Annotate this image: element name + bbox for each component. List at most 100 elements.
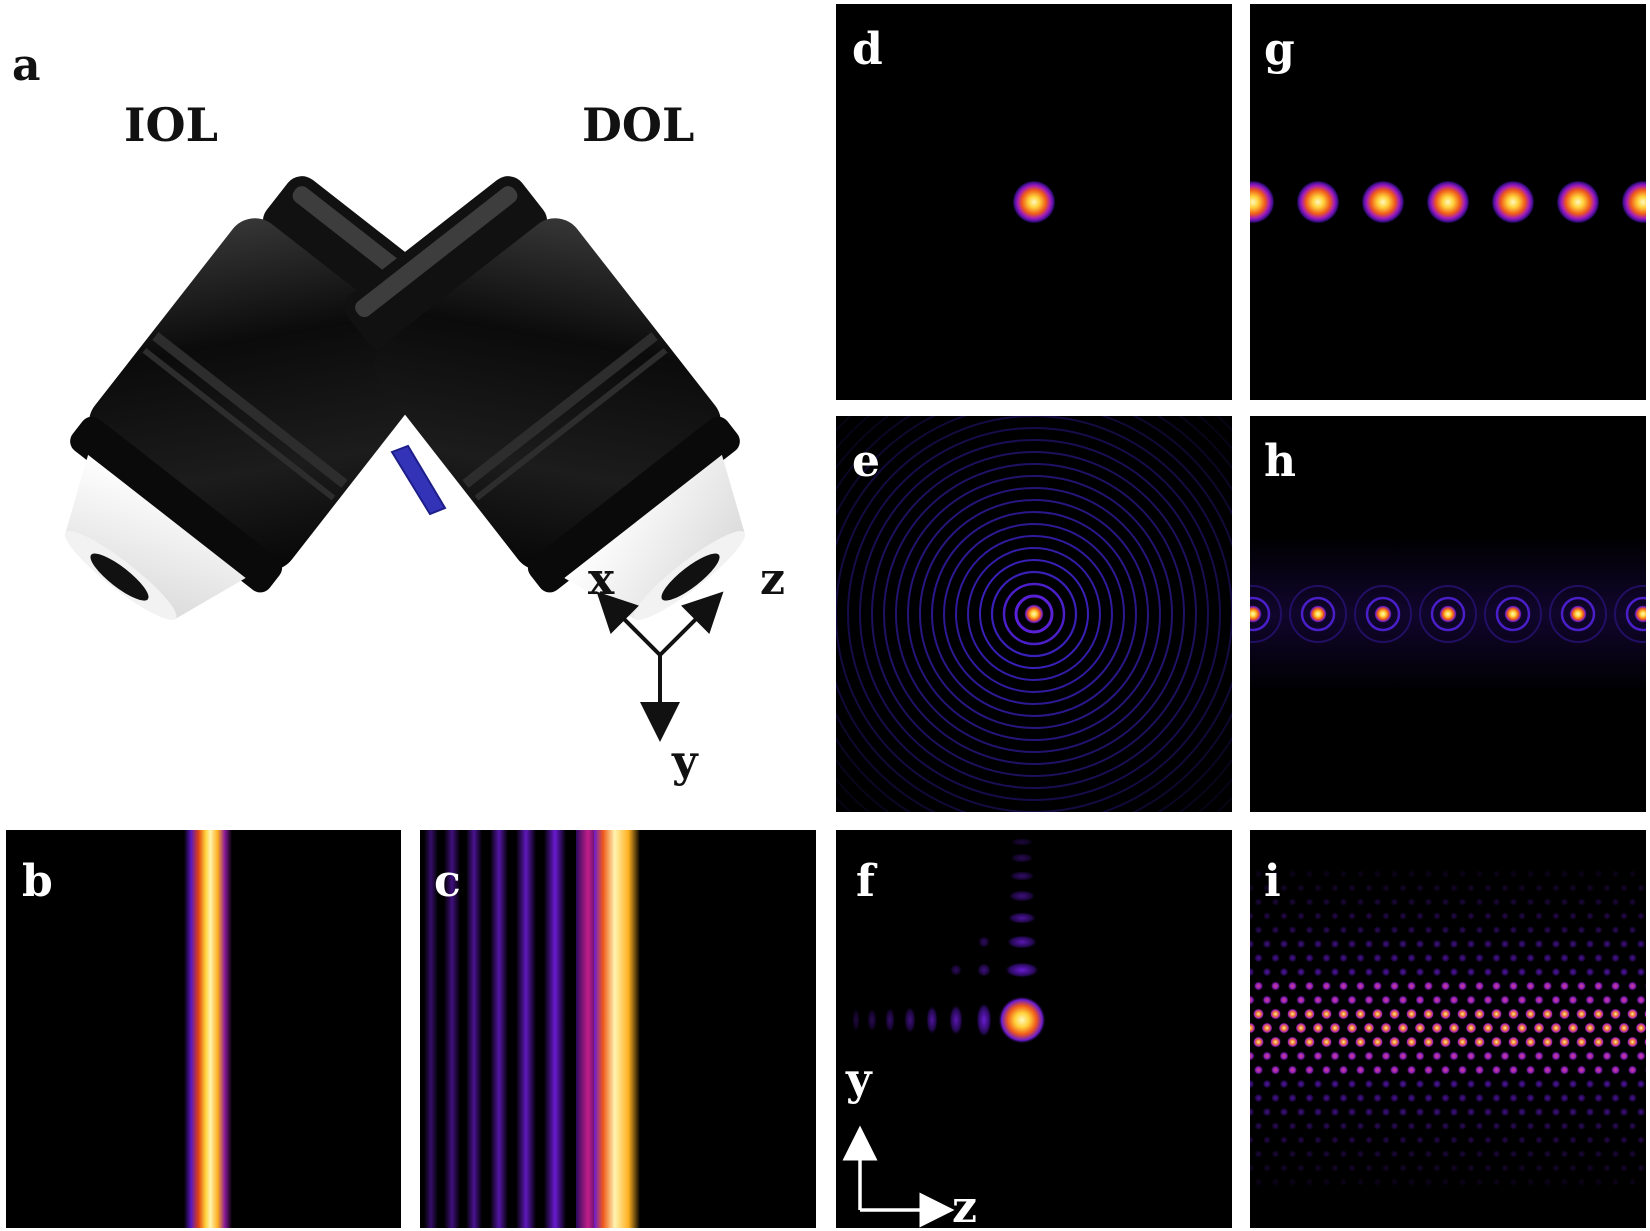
lattice-dot bbox=[1365, 1164, 1373, 1172]
lattice-dot bbox=[1322, 1150, 1331, 1158]
panel-f: f y z bbox=[836, 830, 1232, 1228]
lattice-dot bbox=[1475, 1122, 1484, 1130]
lattice-dot bbox=[1627, 1065, 1638, 1075]
focal-spot bbox=[1012, 180, 1056, 224]
lattice-dot bbox=[1551, 995, 1561, 1005]
lattice-dot bbox=[1250, 912, 1254, 920]
panel-f-label: f bbox=[856, 856, 875, 907]
lattice-dot bbox=[1250, 1136, 1254, 1144]
lattice-dot bbox=[1577, 1122, 1586, 1130]
lattice-dot bbox=[1518, 912, 1526, 920]
lattice-dot bbox=[1620, 884, 1628, 892]
lattice-dot bbox=[1254, 926, 1263, 934]
lattice-dot bbox=[1279, 1107, 1289, 1117]
lattice-dot bbox=[1313, 1051, 1323, 1061]
lattice-dot bbox=[1296, 939, 1306, 949]
lattice-dot bbox=[1254, 953, 1263, 963]
lattice-dot bbox=[1373, 1093, 1382, 1103]
lattice-dot bbox=[1373, 898, 1382, 906]
lattice-dot bbox=[1508, 1008, 1519, 1020]
lattice-dot bbox=[1543, 953, 1552, 963]
lattice-dot bbox=[1610, 1065, 1621, 1075]
lattice-dot bbox=[1441, 898, 1450, 906]
lattice-dot bbox=[1339, 1122, 1348, 1130]
lattice-dot bbox=[1287, 1008, 1298, 1020]
lattice-dot bbox=[1619, 939, 1629, 949]
lattice-dot bbox=[1475, 926, 1484, 934]
lattice-dot bbox=[1509, 1093, 1518, 1103]
lattice-dot bbox=[1627, 981, 1638, 991]
lattice-dot bbox=[1627, 1036, 1638, 1048]
lattice-dot bbox=[1551, 1051, 1561, 1061]
lattice-dot bbox=[1491, 981, 1502, 991]
lattice-dot bbox=[1585, 967, 1595, 977]
lattice-dot bbox=[1364, 995, 1374, 1005]
panel-f-axis-y: y bbox=[846, 1054, 872, 1105]
lattice-dot bbox=[1559, 1065, 1570, 1075]
lattice-dot bbox=[1330, 967, 1340, 977]
lattice-dot bbox=[1304, 1065, 1315, 1075]
lattice-dot bbox=[1330, 1079, 1340, 1089]
lattice-dot bbox=[1449, 995, 1459, 1005]
lattice-dot bbox=[1594, 1178, 1603, 1186]
lattice-dot bbox=[1373, 926, 1382, 934]
lattice-dot bbox=[1288, 898, 1297, 906]
lattice-dot bbox=[1389, 1008, 1400, 1020]
lattice-dot bbox=[1355, 981, 1366, 991]
lattice-dot bbox=[1280, 1164, 1288, 1172]
lattice-dot bbox=[1526, 1178, 1535, 1186]
lattice-dot bbox=[1535, 1164, 1543, 1172]
lattice-dot bbox=[1263, 912, 1271, 920]
lattice-dot bbox=[1585, 995, 1595, 1005]
lattice-dot bbox=[1329, 1022, 1341, 1034]
lattice-dot bbox=[1253, 1065, 1264, 1075]
lattice-dot bbox=[1261, 1022, 1273, 1034]
lattice-dot bbox=[1372, 981, 1383, 991]
lattice-dot bbox=[1483, 939, 1493, 949]
lattice-dot bbox=[1526, 1093, 1535, 1103]
lattice-dot bbox=[1636, 995, 1646, 1005]
lattice-dot bbox=[1568, 967, 1578, 977]
lattice-dot bbox=[1449, 1079, 1459, 1089]
lattice-dot bbox=[1355, 1008, 1366, 1020]
lattice-dot bbox=[1339, 898, 1348, 906]
lattice-dot bbox=[1628, 953, 1637, 963]
lattice-dot bbox=[1637, 1164, 1645, 1172]
lattice-dot bbox=[1594, 898, 1603, 906]
lattice-dot bbox=[1474, 1065, 1485, 1075]
lattice-dot bbox=[1288, 1150, 1297, 1158]
lattice-dot bbox=[1535, 912, 1543, 920]
lattice-dot bbox=[1586, 884, 1594, 892]
lattice-dot bbox=[1356, 1150, 1365, 1158]
lattice-dot bbox=[1407, 1178, 1416, 1186]
lattice-dot bbox=[1518, 1136, 1526, 1144]
lattice-dot bbox=[1279, 1051, 1289, 1061]
lattice-dot bbox=[1415, 1079, 1425, 1089]
lattice-dot bbox=[1373, 1178, 1382, 1186]
lattice-dot bbox=[1287, 981, 1298, 991]
lattice-dot bbox=[1535, 1136, 1543, 1144]
lattice-dot bbox=[1372, 1036, 1383, 1048]
lattice-dot bbox=[1407, 1122, 1416, 1130]
lattice-dot bbox=[1594, 926, 1603, 934]
lattice-dot bbox=[1465, 1022, 1477, 1034]
lattice-dot bbox=[1611, 926, 1620, 934]
lattice-dot bbox=[1399, 884, 1407, 892]
lattice-dot bbox=[1492, 1178, 1501, 1186]
lattice-dot bbox=[1356, 1093, 1365, 1103]
lattice-dot bbox=[1585, 1051, 1595, 1061]
lattice-dot bbox=[1501, 1136, 1509, 1144]
lattice-dot bbox=[1254, 1178, 1263, 1186]
lattice-dot bbox=[1475, 1150, 1484, 1158]
panel-a-label: a bbox=[12, 40, 41, 91]
lattice-dot bbox=[1390, 1150, 1399, 1158]
bessel-rings bbox=[836, 416, 1232, 812]
lattice-dot bbox=[1287, 1065, 1298, 1075]
lattice-dot bbox=[1543, 898, 1552, 906]
lattice-dot bbox=[1347, 1107, 1357, 1117]
lattice-dot bbox=[1250, 1164, 1254, 1172]
lattice-dot bbox=[1432, 995, 1442, 1005]
lattice-dot bbox=[1499, 1022, 1511, 1034]
lattice-dot bbox=[1253, 981, 1264, 991]
lattice-dot bbox=[1543, 1122, 1552, 1130]
